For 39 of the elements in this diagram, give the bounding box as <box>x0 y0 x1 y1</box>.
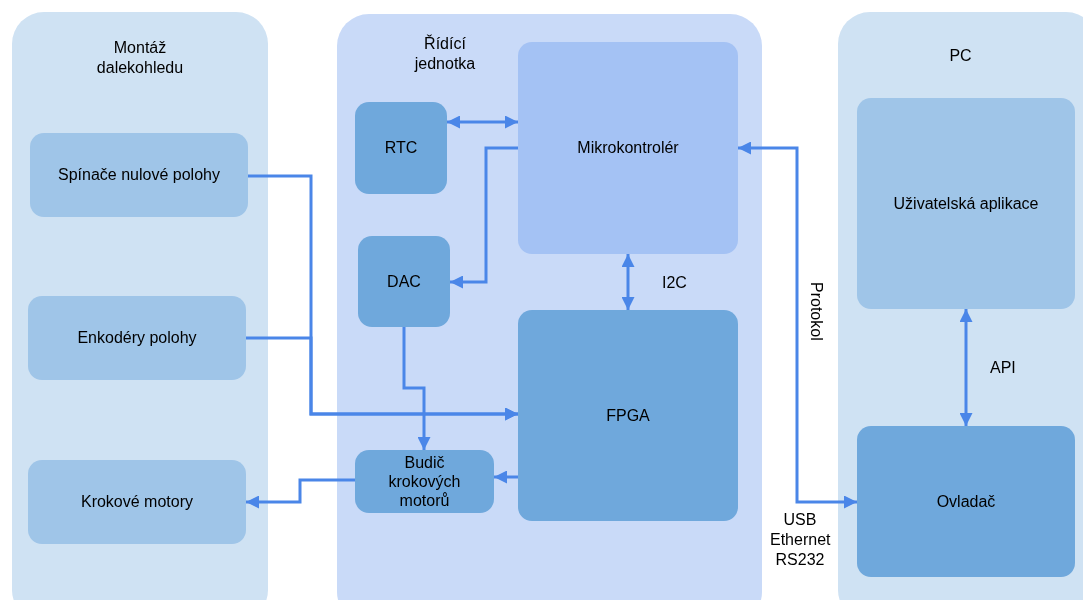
process-box <box>30 133 248 217</box>
box-label: Uživatelská aplikace <box>893 193 1039 214</box>
group-panel <box>838 12 1083 600</box>
box-label: Mikrokontrolér <box>577 138 679 158</box>
box-label: RTC <box>384 138 418 158</box>
process-box <box>518 310 738 521</box>
arrow <box>450 146 518 289</box>
interface-note: USB Ethernet RS232 <box>770 510 830 570</box>
process-box <box>857 98 1075 309</box>
edge-label: Protokol <box>807 282 826 341</box>
edge-label: API <box>990 358 1016 378</box>
process-box <box>518 42 738 254</box>
box-label: Enkodéry polohy <box>77 328 197 348</box>
process-box <box>355 102 447 194</box>
group-title: PC <box>949 46 972 66</box>
group-panel <box>337 14 762 600</box>
group-panel <box>12 12 268 600</box>
box-label: FPGA <box>606 405 650 426</box>
edge-label: I2C <box>662 273 687 293</box>
group-title: Řídící jednotka <box>413 34 477 74</box>
process-box <box>28 296 246 380</box>
arrow <box>738 141 857 509</box>
box-label: DAC <box>387 271 421 292</box>
process-box <box>355 450 494 513</box>
arrow <box>447 115 518 129</box>
box-label: Ovladač <box>936 491 996 512</box>
arrow <box>621 254 635 310</box>
arrow <box>494 470 518 484</box>
process-box <box>358 236 450 327</box>
arrow <box>246 336 518 421</box>
box-label: Krokové motory <box>80 492 193 512</box>
arrow <box>402 327 431 450</box>
arrow <box>246 478 355 509</box>
process-box <box>28 460 246 544</box>
arrow <box>959 309 973 426</box>
group-title: Montáž dalekohledu <box>95 38 185 78</box>
box-label: Budič krokových motorů <box>387 453 462 510</box>
box-label: Spínače nulové polohy <box>58 165 220 185</box>
process-box <box>857 426 1075 577</box>
